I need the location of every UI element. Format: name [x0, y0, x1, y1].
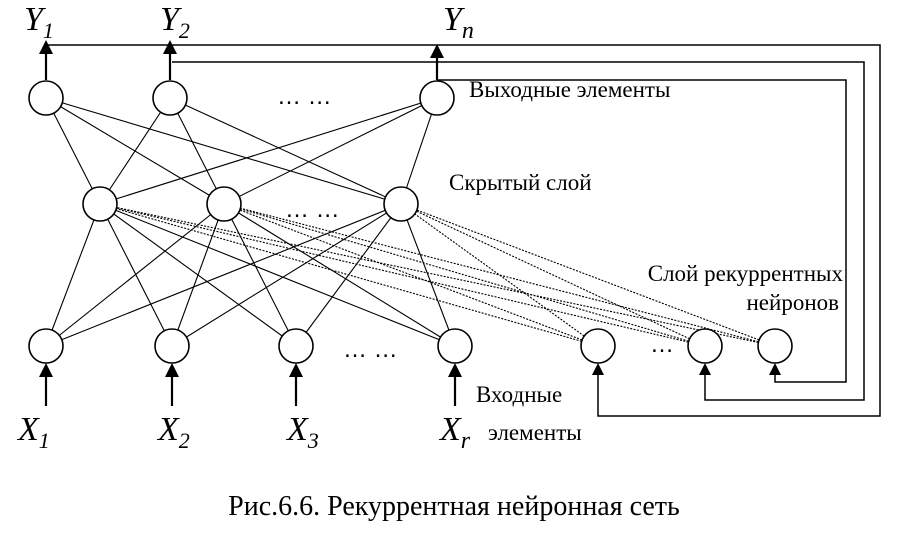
edge-recurrent-3-hidden-2 — [223, 203, 776, 347]
input-node-2 — [154, 328, 190, 364]
recurrent-node-2 — [687, 328, 723, 364]
edge-hidden-3-output-1 — [45, 97, 402, 205]
feedback-loops — [48, 44, 881, 417]
edge-recurrent-2-hidden-3 — [400, 203, 706, 347]
edge-recurrent-1-hidden-3 — [400, 203, 599, 347]
recurrent-node-3 — [757, 328, 793, 364]
output-label-1: Y1 — [24, 1, 54, 43]
edge-input-1-hidden-2 — [45, 203, 225, 347]
input-arrowhead-2 — [165, 363, 179, 377]
input-node-4 — [437, 328, 473, 364]
edge-recurrent-3-hidden-1 — [99, 203, 776, 347]
input-to-hidden-connections — [45, 203, 456, 347]
input-layer-label-line2: элементы — [488, 420, 582, 445]
figure-caption: Рис.6.6. Рекуррентная нейронная сеть — [228, 491, 680, 522]
edge-recurrent-2-hidden-2 — [223, 203, 706, 347]
edge-input-4-hidden-1 — [99, 203, 456, 347]
edge-input-2-hidden-1 — [99, 203, 173, 347]
edge-hidden-3-output-2 — [169, 97, 402, 205]
hidden-to-output-connections — [45, 97, 438, 205]
hidden-node-2 — [206, 186, 242, 222]
input-arrowhead-1 — [39, 363, 53, 377]
output-label-n: Yn — [443, 1, 474, 44]
output-layer — [28, 80, 455, 116]
edge-recurrent-1-hidden-1 — [99, 203, 599, 347]
output-ellipsis: … … — [277, 83, 332, 110]
recurrent-layer-label-line1: Слой рекуррентных — [648, 261, 844, 286]
recurrent-layer — [580, 328, 793, 364]
output-arrowhead-1 — [39, 40, 53, 54]
edge-hidden-2-output-3 — [223, 97, 438, 205]
input-label-3: X3 — [285, 411, 319, 453]
feedback-loop-y1 — [48, 44, 881, 417]
input-ellipsis: … … — [343, 336, 398, 363]
hidden-node-3 — [383, 186, 419, 222]
input-arrows — [39, 363, 462, 406]
input-node-3 — [278, 328, 314, 364]
hidden-node-1 — [82, 186, 118, 222]
edge-hidden-2-output-2 — [169, 97, 225, 205]
input-layer-label-line1: Входные — [476, 382, 562, 407]
recurrent-layer-label-line2: нейронов — [747, 290, 840, 315]
input-node-1 — [28, 328, 64, 364]
edge-recurrent-2-hidden-1 — [99, 203, 706, 347]
output-label-2: Y2 — [160, 1, 190, 43]
edge-input-2-hidden-3 — [171, 203, 402, 347]
recurrent-ellipsis: … — [650, 331, 674, 358]
edge-recurrent-1-hidden-2 — [223, 203, 599, 347]
output-layer-label: Выходные элементы — [469, 77, 670, 102]
edge-input-4-hidden-2 — [223, 203, 456, 347]
edge-input-3-hidden-1 — [99, 203, 297, 347]
output-node-3 — [419, 80, 455, 116]
feedback-loop-yn — [437, 79, 847, 383]
edge-input-3-hidden-2 — [223, 203, 297, 347]
output-arrows — [39, 40, 444, 80]
feedback-arrowhead-y2 — [699, 363, 711, 375]
feedback-loop-y2 — [172, 61, 865, 401]
edge-hidden-1-output-3 — [99, 97, 438, 205]
edge-hidden-2-output-1 — [45, 97, 225, 205]
edge-hidden-1-output-1 — [45, 97, 101, 205]
edge-input-1-hidden-1 — [45, 203, 101, 347]
output-arrowhead-2 — [163, 40, 177, 54]
hidden-layer — [82, 186, 419, 222]
input-arrowhead-3 — [289, 363, 303, 377]
input-label-2: X2 — [156, 411, 190, 453]
input-label-1: X1 — [16, 411, 50, 453]
input-layer — [28, 328, 473, 364]
feedback-arrowhead-yn — [769, 363, 781, 375]
edge-recurrent-3-hidden-3 — [400, 203, 776, 347]
input-arrowhead-r — [448, 363, 462, 377]
output-node-1 — [28, 80, 64, 116]
recurrent-to-hidden-connections — [99, 203, 776, 347]
recurrent-node-1 — [580, 328, 616, 364]
edge-hidden-3-output-3 — [400, 97, 438, 205]
input-label-r: Xr — [438, 411, 471, 454]
edge-input-1-hidden-3 — [45, 203, 402, 347]
feedback-arrowhead-y1 — [592, 363, 604, 375]
hidden-ellipsis: … … — [285, 196, 340, 223]
output-node-2 — [152, 80, 188, 116]
output-arrowhead-n — [430, 44, 444, 58]
edge-input-4-hidden-3 — [400, 203, 456, 347]
hidden-layer-label: Скрытый слой — [449, 170, 592, 195]
